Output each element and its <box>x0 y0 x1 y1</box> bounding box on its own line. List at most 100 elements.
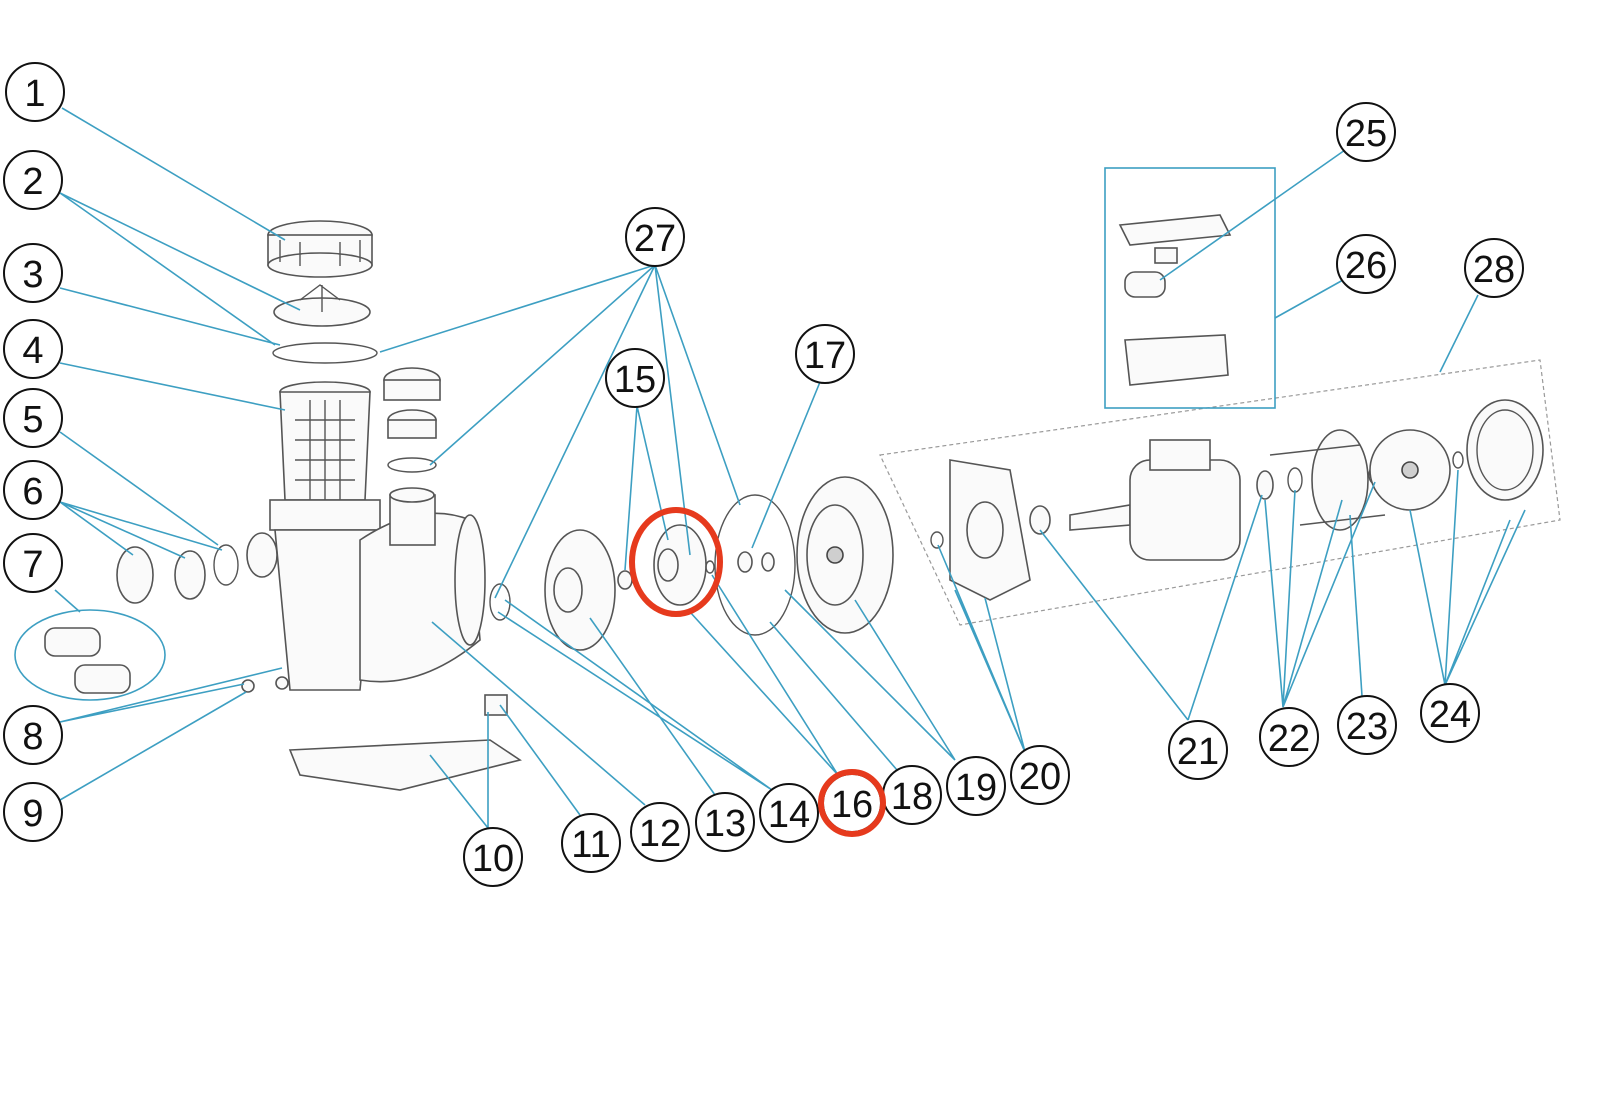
callout-number: 4 <box>22 330 43 372</box>
callout-number: 14 <box>768 794 810 836</box>
parts <box>14 167 1561 791</box>
callout-number: 23 <box>1346 706 1388 748</box>
callout-15: 15 <box>605 348 665 408</box>
part-seal-plate <box>796 476 894 634</box>
callout-6: 6 <box>3 460 63 520</box>
callout-23: 23 <box>1337 695 1397 755</box>
part-pump-body <box>246 487 486 691</box>
part-lid <box>273 284 371 327</box>
part-basket <box>279 381 371 501</box>
callout-number: 24 <box>1429 694 1471 736</box>
callout-number: 21 <box>1177 731 1219 773</box>
callout-26: 26 <box>1336 234 1396 294</box>
callout-number: 2 <box>22 161 43 203</box>
callout-11: 11 <box>561 813 621 873</box>
part-drain-plug <box>241 679 255 693</box>
callout-3: 3 <box>3 243 63 303</box>
callout-5: 5 <box>3 388 63 448</box>
callout-number: 22 <box>1268 718 1310 760</box>
part-motor-bracket <box>930 459 1031 601</box>
callout-number: 10 <box>472 838 514 880</box>
callout-9: 9 <box>3 782 63 842</box>
leader-lines <box>54 107 1526 829</box>
callout-circle <box>3 319 63 379</box>
part-seal-plate-oring <box>714 494 796 636</box>
part-diffuser <box>544 529 616 651</box>
callout-circle <box>1168 720 1228 780</box>
callout-14: 14 <box>759 783 819 843</box>
callout-2: 2 <box>3 150 63 210</box>
callout-circle <box>1464 238 1524 298</box>
callout-circle <box>3 150 63 210</box>
callout-circle <box>1336 234 1396 294</box>
callout-circle <box>3 533 63 593</box>
callout-10: 10 <box>463 827 523 887</box>
part-diffuser-oring <box>489 583 511 621</box>
callout-12: 12 <box>630 802 690 862</box>
part-adapters <box>14 609 166 701</box>
callout-circle <box>3 388 63 448</box>
part-fan-clip <box>1452 451 1464 469</box>
callout-number: 19 <box>955 767 997 809</box>
callout-22: 22 <box>1259 707 1319 767</box>
callout-circle <box>1336 102 1396 162</box>
callout-circle <box>759 783 819 843</box>
callout-number: 26 <box>1345 245 1387 287</box>
part-lid-oring <box>272 342 378 364</box>
part-impeller-nut <box>617 570 633 590</box>
callout-circle <box>695 792 755 852</box>
callout-circle <box>3 460 63 520</box>
callout-number: 27 <box>634 218 676 260</box>
callout-circle <box>1259 707 1319 767</box>
callout-25: 25 <box>1336 102 1396 162</box>
callout-28: 28 <box>1464 238 1524 298</box>
callout-circle <box>1420 683 1480 743</box>
part-impeller <box>653 524 715 606</box>
part-motor <box>1069 439 1303 561</box>
part-fan <box>1369 429 1451 511</box>
callout-number: 13 <box>704 803 746 845</box>
part-union-top <box>383 367 441 473</box>
callout-circle <box>630 802 690 862</box>
callout-circle <box>463 827 523 887</box>
callout-number: 28 <box>1473 249 1515 291</box>
callout-13: 13 <box>695 792 755 852</box>
callout-circle <box>946 756 1006 816</box>
callout-8: 8 <box>3 705 63 765</box>
motor-assembly-box <box>879 359 1561 626</box>
highlight-impeller <box>629 507 723 617</box>
callout-circle <box>795 324 855 384</box>
callout-24: 24 <box>1420 683 1480 743</box>
part-rear-cover <box>1269 429 1386 531</box>
callout-number: 8 <box>22 716 43 758</box>
part-base <box>288 694 522 791</box>
part-terminal-box <box>1104 167 1276 409</box>
callout-circle <box>1337 695 1397 755</box>
callout-circle <box>625 207 685 267</box>
callout-17: 17 <box>795 324 855 384</box>
callout-27: 27 <box>625 207 685 267</box>
callout-20: 20 <box>1010 745 1070 805</box>
callout-number: 12 <box>639 813 681 855</box>
part-drain-plug-2 <box>275 676 289 690</box>
callout-circle <box>3 705 63 765</box>
callout-number: 5 <box>22 399 43 441</box>
callout-18: 18 <box>882 765 942 825</box>
part-union-side <box>116 544 239 604</box>
part-mechanical-seal <box>737 551 775 573</box>
highlight-callout-16 <box>818 769 886 837</box>
callout-number: 18 <box>891 776 933 818</box>
callout-number: 1 <box>24 73 45 115</box>
callout-circle <box>605 348 665 408</box>
callout-number: 25 <box>1345 113 1387 155</box>
callout-number: 15 <box>614 359 656 401</box>
callout-21: 21 <box>1168 720 1228 780</box>
callout-number: 17 <box>804 335 846 377</box>
callout-number: 20 <box>1019 756 1061 798</box>
callout-circle <box>3 782 63 842</box>
callout-number: 9 <box>22 793 43 835</box>
callout-circle <box>3 243 63 303</box>
callout-number: 7 <box>22 544 43 586</box>
